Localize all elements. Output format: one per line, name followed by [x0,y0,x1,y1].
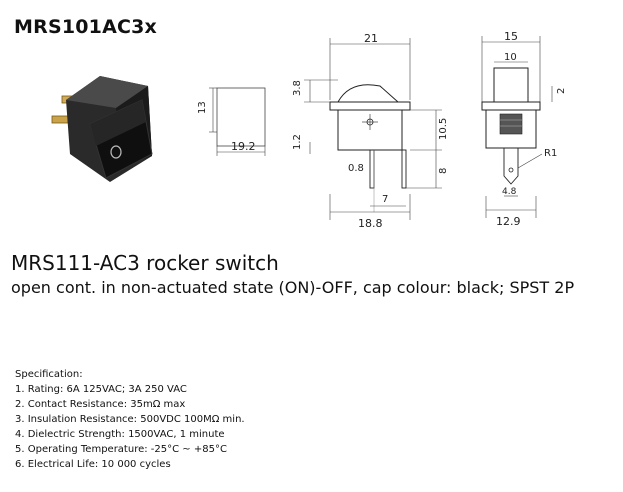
dim-body-gap: 1.2 [292,134,303,150]
product-title: MRS111-AC3 rocker switch [11,251,279,275]
dim-end-inner-width: 10 [504,52,517,63]
product-subtitle: open cont. in non-actuated state (ON)-OF… [11,278,575,297]
spec-item: 5. Operating Temperature: -25°C ~ +85°C [15,444,227,455]
spec-item: 4. Dielectric Strength: 1500VAC, 1 minut… [15,429,225,440]
spec-item: 3. Insulation Resistance: 500VDC 100MΩ m… [15,414,245,425]
spec-item: 1. Rating: 6A 125VAC; 3A 250 VAC [15,384,187,395]
dim-terminal-pitch: 0.8 [348,163,364,174]
dim-end-top-width: 15 [504,30,518,43]
model-title: MRS101AC3x [14,16,158,38]
end-view-drawing: 15 10 R1 4.8 12.9 2 [481,30,567,228]
dim-radius: R1 [544,148,557,159]
dim-end-top-height: 2 [556,88,567,94]
dim-side-width: 19.2 [231,140,256,153]
spec-item: 6. Electrical Life: 10 000 cycles [15,459,171,470]
dim-end-bottom-width: 12.9 [496,215,521,228]
switch-photo [51,76,153,182]
dim-body-height: 10.5 [438,118,449,140]
dim-side-height: 13 [197,101,208,114]
spec-item: 2. Contact Resistance: 35mΩ max [15,399,186,410]
dim-top-width: 21 [364,32,378,45]
dim-terminal-length: 8 [438,168,449,174]
dim-end-terminal-width: 4.8 [502,187,517,197]
side-view-drawing: 13 19.2 [197,87,266,156]
dim-terminal-spacing: 7 [382,194,388,205]
spec-heading: Specification: [15,369,83,380]
dim-bottom-width: 18.8 [358,217,383,230]
dim-cap-height: 3.8 [292,80,303,96]
front-view-drawing: 21 3.8 1.2 0.8 7 18.8 10.5 8 [292,32,449,230]
